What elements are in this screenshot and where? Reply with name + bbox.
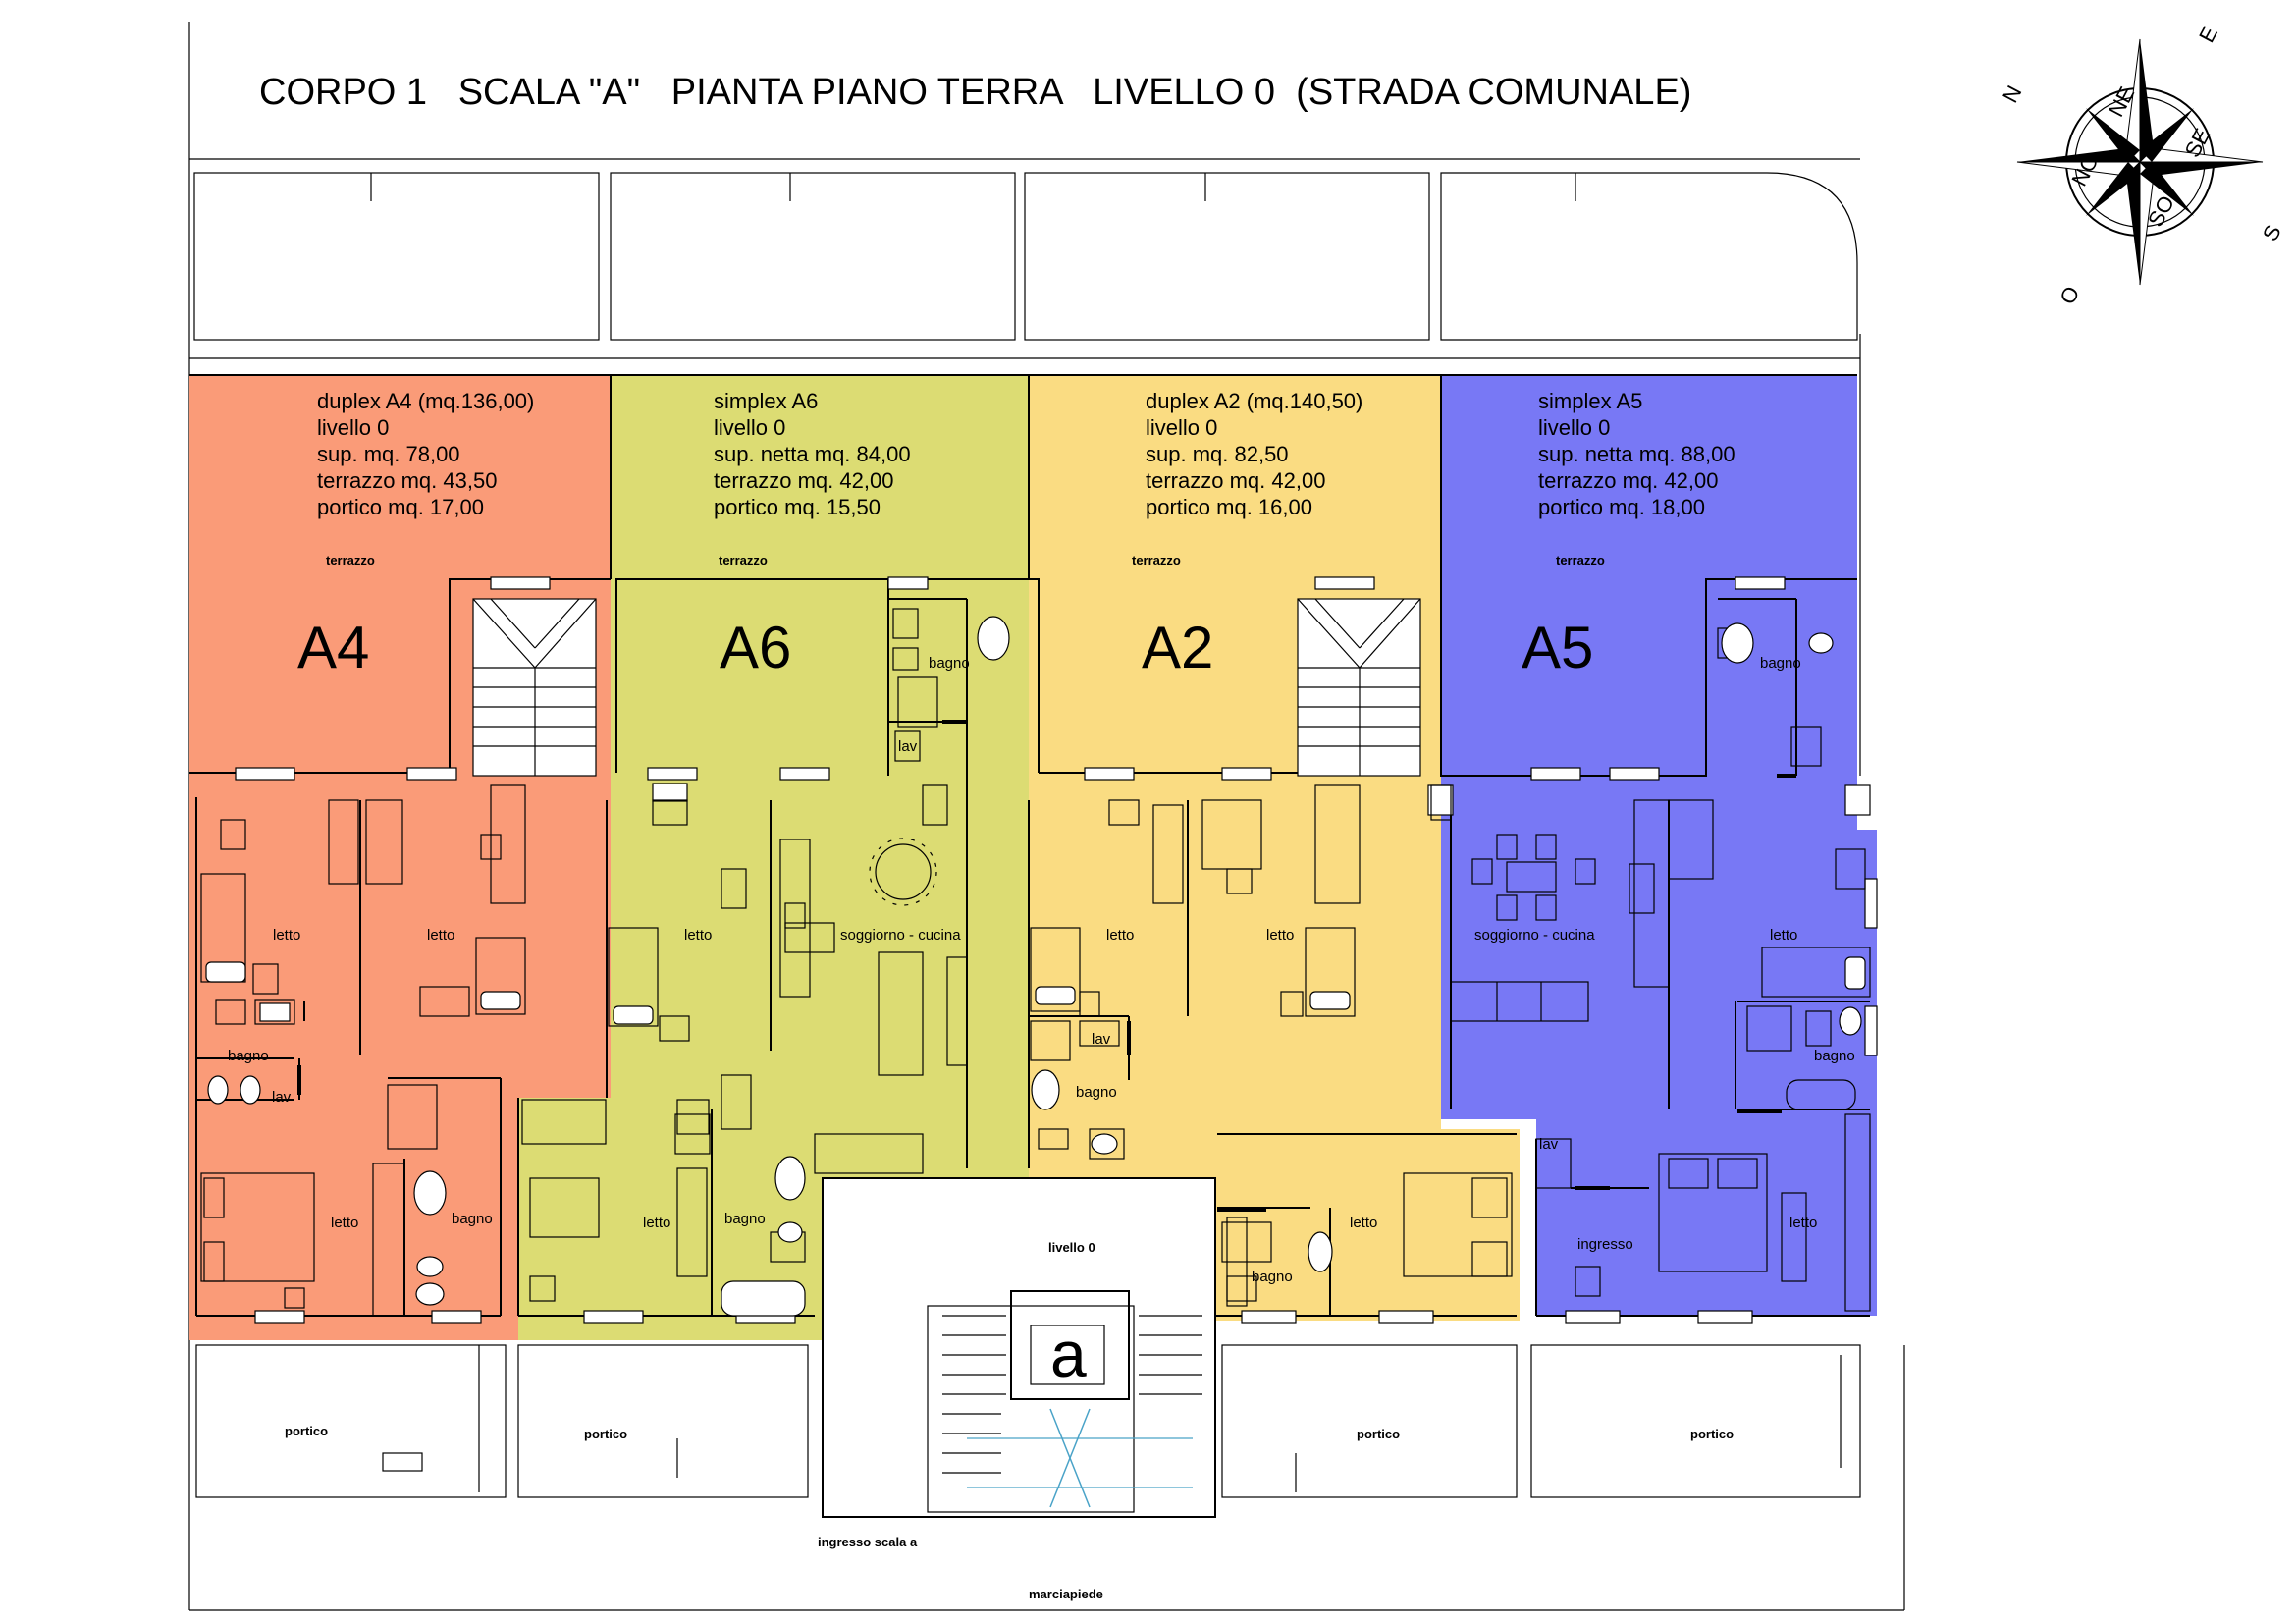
svg-text:terrazzo: terrazzo <box>1556 553 1605 568</box>
unit-a5-info: simplex A5 livello 0 sup. netta mq. 88,0… <box>1522 389 1735 1441</box>
furniture-a2 <box>1030 784 1513 1307</box>
walls-a6 <box>517 589 968 1317</box>
unit-code-a5: A5 <box>1522 615 1593 680</box>
porch-a5 <box>1530 1344 1861 1498</box>
unit-a5 <box>1441 375 1877 1316</box>
svg-text:portico: portico <box>1357 1427 1400 1441</box>
stair-entrance-label: ingresso scala a <box>818 1535 918 1549</box>
svg-text:sup. mq. 82,50: sup. mq. 82,50 <box>1146 442 1289 466</box>
svg-text:letto: letto <box>643 1215 670 1231</box>
svg-text:letto: letto <box>1106 927 1134 944</box>
furniture-a6 <box>521 608 1010 1317</box>
svg-text:portico mq. 16,00: portico mq. 16,00 <box>1146 495 1312 519</box>
svg-text:bagno: bagno <box>1076 1084 1117 1101</box>
unit-a6 <box>518 375 1029 1340</box>
compass-n: N <box>1998 81 2027 107</box>
svg-text:portico mq. 18,00: portico mq. 18,00 <box>1538 495 1705 519</box>
svg-text:simplex A6: simplex A6 <box>714 389 818 413</box>
compass-e: E <box>2194 23 2222 47</box>
room-labels: letto letto bagno lav letto bagno bagno … <box>228 655 1855 1285</box>
svg-text:bagno: bagno <box>228 1048 269 1064</box>
porch-a2 <box>1221 1344 1518 1498</box>
svg-text:livello 0: livello 0 <box>1538 415 1610 440</box>
compass-s: S <box>2258 221 2286 245</box>
stair-core <box>822 1177 1216 1518</box>
terrace-top-a4 <box>193 172 600 341</box>
stair-level-label: livello 0 <box>1048 1240 1095 1255</box>
svg-text:terrazzo: terrazzo <box>719 553 768 568</box>
furniture-a4 <box>200 784 526 1317</box>
svg-text:letto: letto <box>1266 927 1294 944</box>
svg-text:lav: lav <box>272 1089 292 1106</box>
svg-text:simplex A5: simplex A5 <box>1538 389 1642 413</box>
plan-title: CORPO 1 SCALA "A" PIANTA PIANO TERRA LIV… <box>259 72 1691 113</box>
compass-rose-icon: N S E O NO NE SO SE <box>1998 23 2286 308</box>
svg-text:letto: letto <box>1350 1215 1377 1231</box>
unit-code-a4: A4 <box>297 615 369 680</box>
svg-text:terrazzo mq. 42,00: terrazzo mq. 42,00 <box>714 468 893 493</box>
svg-text:sup. netta mq. 84,00: sup. netta mq. 84,00 <box>714 442 911 466</box>
terrace-top-a5 <box>1440 172 1858 341</box>
svg-text:ingresso: ingresso <box>1577 1236 1633 1253</box>
svg-text:bagno: bagno <box>724 1211 766 1227</box>
terrace-top-a2 <box>1024 172 1430 341</box>
svg-text:bagno: bagno <box>1814 1048 1855 1064</box>
unit-a4-info: duplex A4 (mq.136,00) livello 0 sup. mq.… <box>285 389 534 1438</box>
svg-text:bagno: bagno <box>929 655 970 672</box>
svg-text:portico: portico <box>285 1424 328 1438</box>
svg-text:letto: letto <box>1770 927 1797 944</box>
svg-text:letto: letto <box>1789 1215 1817 1231</box>
svg-text:portico: portico <box>584 1427 627 1441</box>
porch-a4 <box>195 1344 507 1498</box>
terrace-top-a6 <box>610 172 1016 341</box>
svg-text:lav: lav <box>898 738 918 755</box>
svg-text:duplex A2 (mq.140,50): duplex A2 (mq.140,50) <box>1146 389 1362 413</box>
svg-text:terrazzo: terrazzo <box>326 553 375 568</box>
svg-text:terrazzo mq. 43,50: terrazzo mq. 43,50 <box>317 468 497 493</box>
stair-letter-a: a <box>1050 1318 1087 1390</box>
windows <box>235 576 1878 1324</box>
svg-text:terrazzo: terrazzo <box>1132 553 1181 568</box>
stair-left <box>472 598 597 776</box>
svg-text:portico mq. 17,00: portico mq. 17,00 <box>317 495 484 519</box>
svg-text:letto: letto <box>684 927 712 944</box>
stair-middle <box>1297 598 1421 776</box>
svg-text:livello 0: livello 0 <box>1146 415 1217 440</box>
unit-code-a2: A2 <box>1142 615 1213 680</box>
svg-text:duplex A4 (mq.136,00): duplex A4 (mq.136,00) <box>317 389 534 413</box>
svg-text:livello 0: livello 0 <box>317 415 389 440</box>
central-stair <box>927 1290 1202 1513</box>
svg-text:terrazzo mq. 42,00: terrazzo mq. 42,00 <box>1538 468 1718 493</box>
svg-text:soggiorno - cucina: soggiorno - cucina <box>1474 927 1595 944</box>
unit-code-a6: A6 <box>720 615 791 680</box>
svg-text:portico mq. 15,50: portico mq. 15,50 <box>714 495 881 519</box>
svg-text:bagno: bagno <box>1252 1269 1293 1285</box>
compass-o: O <box>2055 282 2084 308</box>
svg-text:letto: letto <box>273 927 300 944</box>
unit-a6-info: simplex A6 livello 0 sup. netta mq. 84,0… <box>584 389 911 1441</box>
svg-text:letto: letto <box>427 927 454 944</box>
svg-text:bagno: bagno <box>1760 655 1801 672</box>
svg-text:portico: portico <box>1690 1427 1734 1441</box>
svg-text:soggiorno - cucina: soggiorno - cucina <box>840 927 961 944</box>
svg-text:livello 0: livello 0 <box>714 415 785 440</box>
svg-text:terrazzo mq. 42,00: terrazzo mq. 42,00 <box>1146 468 1325 493</box>
furniture-a5 <box>1450 622 1871 1312</box>
svg-text:sup. mq. 78,00: sup. mq. 78,00 <box>317 442 460 466</box>
door-markers <box>297 720 1796 1212</box>
porch-a6 <box>517 1344 809 1498</box>
svg-text:letto: letto <box>331 1215 358 1231</box>
svg-text:lav: lav <box>1092 1031 1111 1048</box>
unit-a2-info: duplex A2 (mq.140,50) livello 0 sup. mq.… <box>1132 389 1400 1441</box>
svg-text:bagno: bagno <box>452 1211 493 1227</box>
sidewalk-label: marciapiede <box>1029 1587 1103 1601</box>
svg-text:lav: lav <box>1539 1136 1559 1153</box>
svg-text:sup. netta mq. 88,00: sup. netta mq. 88,00 <box>1538 442 1735 466</box>
